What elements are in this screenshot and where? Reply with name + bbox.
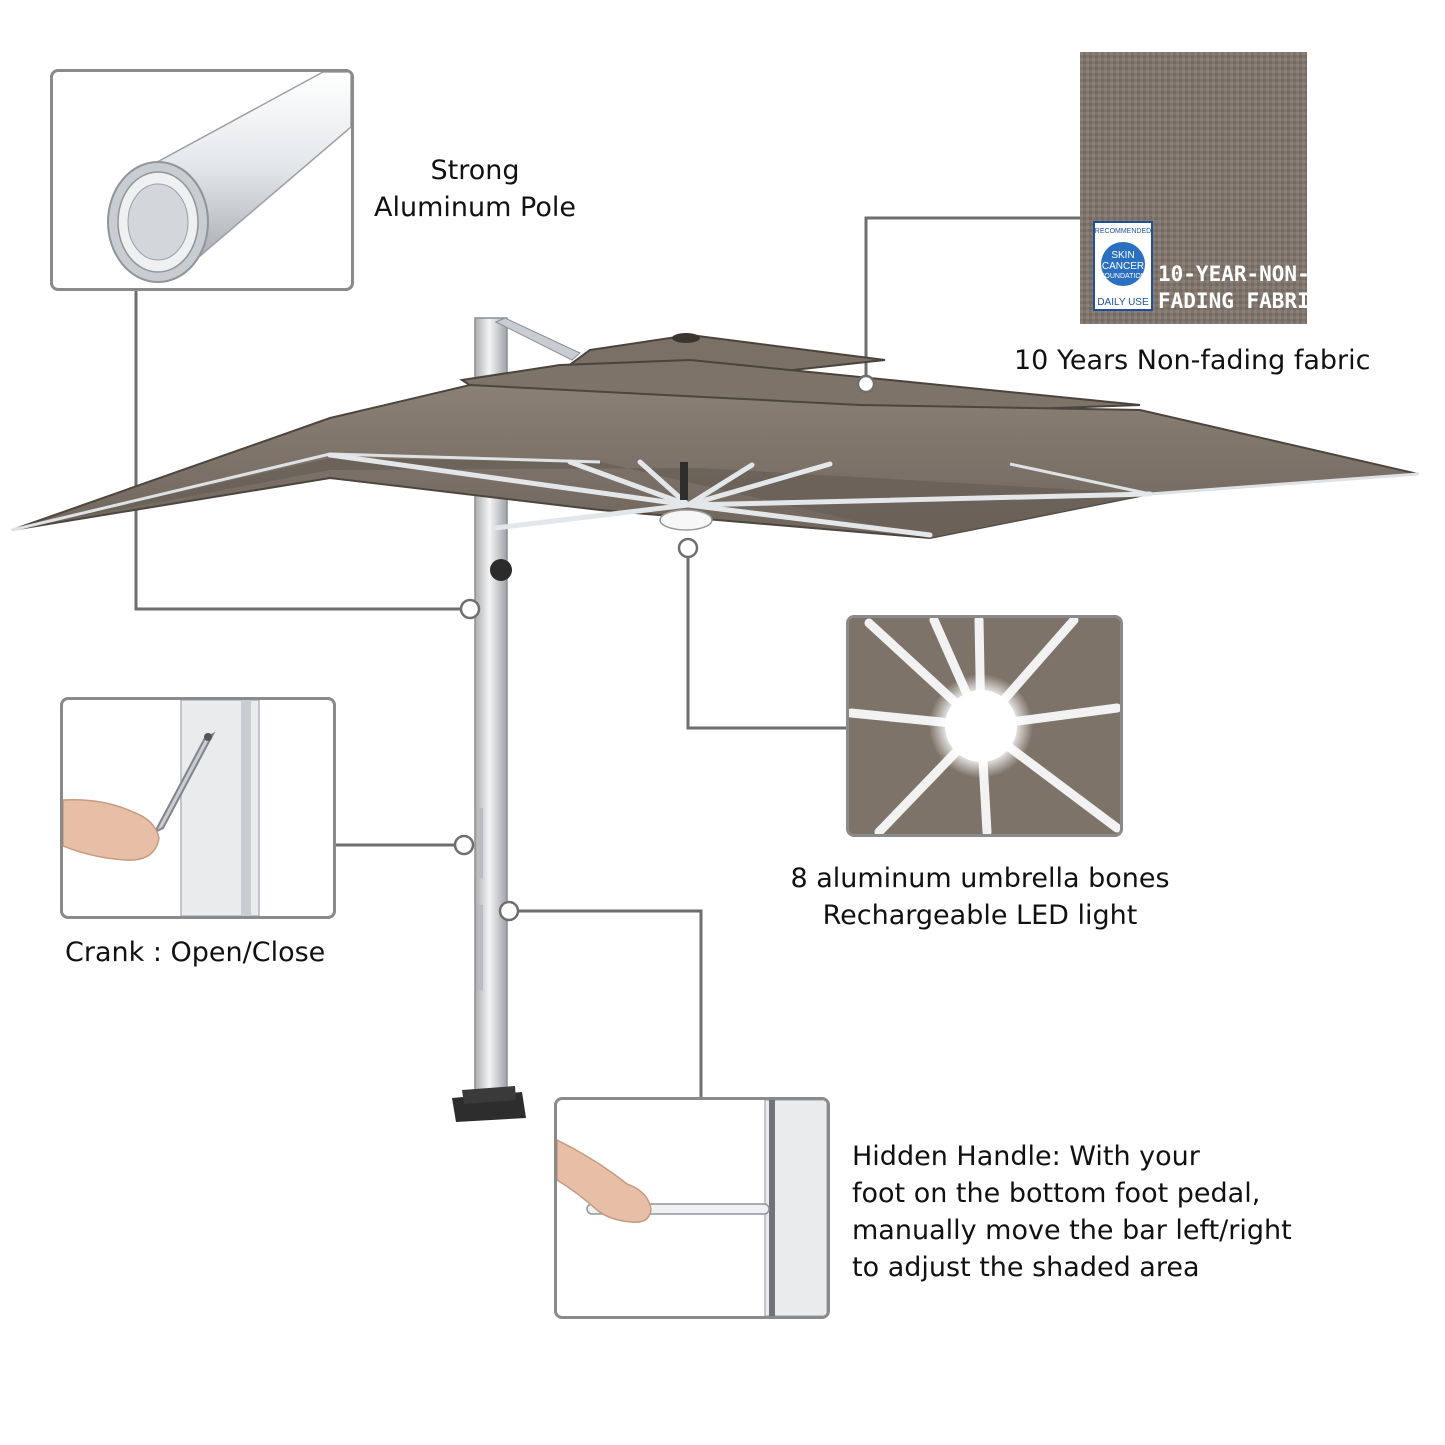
seal-top-text: RECOMMENDED	[1095, 228, 1151, 235]
crank-handle-image	[63, 700, 260, 916]
pole-feature-label: Strong Aluminum Pole	[360, 152, 590, 226]
bones-feature-label: 8 aluminum umbrella bones Rechargeable L…	[770, 860, 1190, 934]
fabric-swatch-image: RECOMMENDED SKIN CANCER FOUNDATION DAILY…	[1080, 52, 1307, 324]
leader-lines	[134, 216, 1082, 1098]
hidden-handle-image	[557, 1100, 827, 1316]
pole-title-line-2: Aluminum Pole	[374, 192, 576, 223]
skin-cancer-foundation-seal: RECOMMENDED SKIN CANCER FOUNDATION DAILY…	[1093, 221, 1153, 311]
ribs-led-inset	[846, 615, 1123, 837]
fabric-badge-line-1: 10-YEAR-NON-	[1158, 262, 1307, 286]
pole-profile-inset	[50, 69, 354, 291]
crank-caption: Crank : Open/Close	[65, 937, 326, 968]
handle-line-2: foot on the bottom foot pedal,	[852, 1178, 1261, 1209]
crank-inset	[60, 697, 336, 919]
seal-name-3: FOUNDATION	[1100, 273, 1146, 280]
seal-name-1: SKIN	[1111, 250, 1134, 261]
seal-bottom-text: DAILY USE	[1097, 297, 1149, 308]
aluminum-pole-profile-image	[107, 72, 351, 283]
handle-line-3: manually move the bar left/right	[852, 1215, 1292, 1246]
handle-line-4: to adjust the shaded area	[852, 1252, 1200, 1283]
umbrella-canopy	[11, 333, 1419, 540]
handle-inset	[554, 1097, 830, 1319]
handle-line-1: Hidden Handle: With your	[852, 1141, 1200, 1172]
pole-title-line-1: Strong	[430, 155, 520, 186]
fabric-swatch-inset: RECOMMENDED SKIN CANCER FOUNDATION DAILY…	[1080, 52, 1307, 324]
fabric-badge-line-2: FADING FABRIC	[1158, 289, 1307, 313]
bones-line-2: Rechargeable LED light	[822, 900, 1138, 931]
ribs-led-image	[849, 618, 1120, 834]
fabric-caption: 10 Years Non-fading fabric	[1014, 345, 1371, 376]
bones-line-1: 8 aluminum umbrella bones	[790, 863, 1170, 894]
seal-name-2: CANCER	[1102, 261, 1144, 272]
connector-dots	[453, 374, 876, 922]
handle-feature-label: Hidden Handle: With your foot on the bot…	[852, 1138, 1292, 1286]
